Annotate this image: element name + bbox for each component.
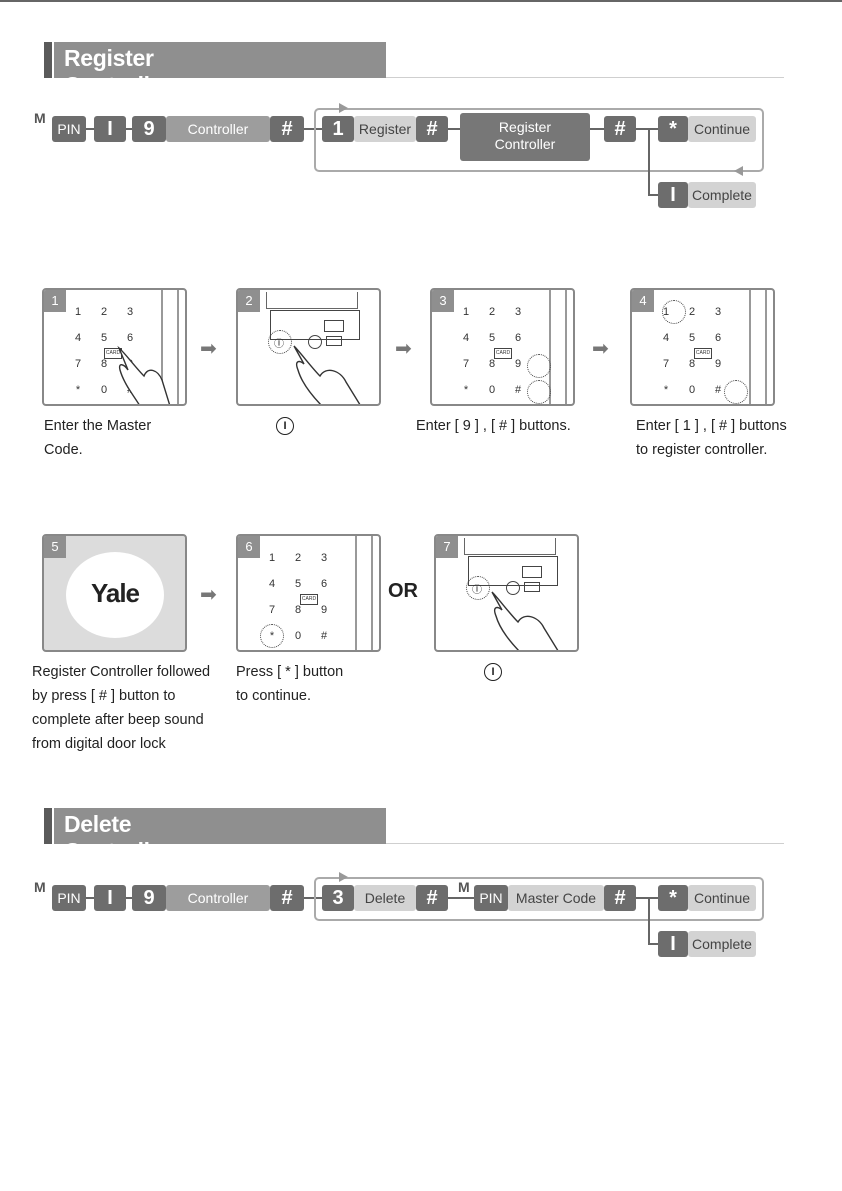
key-3: 3 [322,885,354,911]
step-7-panel: 7 Ⓘ [434,534,579,652]
complete-label: Complete [688,931,756,957]
highlight-circle [724,380,748,404]
delete-loop [314,877,764,921]
hash-key-3: # [604,885,636,911]
or-label: OR [388,580,418,602]
highlight-circle [466,576,490,600]
i-button-icon: I [276,417,294,435]
star-key: * [658,116,688,142]
key-1: 1 [322,116,354,142]
register-loop [314,108,764,172]
highlight-circle [527,380,551,404]
highlight-circle [662,300,686,324]
step-3-caption: Enter [ 9 ] , [ # ] buttons. [416,418,571,434]
highlight-circle [260,624,284,648]
hash-key: # [270,116,304,142]
key-i: I [94,885,126,911]
i-button-icon: Ⓘ [274,339,284,350]
highlight-circle [527,354,551,378]
hand-icon [491,591,559,650]
card-chip: CARD [694,348,712,359]
master-mark: M [34,879,46,895]
i-button-icon: Ⓘ [472,585,482,596]
pin-key: PIN [52,116,86,142]
delete-section-title: Delete Controller [64,811,171,864]
delete-label: Delete [354,885,416,911]
key-9: 9 [132,116,166,142]
star-key: * [658,885,688,911]
arrow-icon: ➡ [200,584,217,606]
hash-key: # [270,885,304,911]
master-mark: M [34,110,46,126]
step-badge: 5 [44,536,66,558]
yale-logo: Yale [66,552,164,638]
key-i: I [94,116,126,142]
controller-label: Controller [166,885,270,911]
register-controller-box: Register Controller [460,113,590,161]
step-badge: 3 [432,290,454,312]
register-section-title: Register Controller [64,45,171,98]
step-badge: 1 [44,290,66,312]
top-rule [0,0,842,2]
pin-key-2: PIN [474,885,508,911]
register-flow: M PIN I 9 Controller # 1 Register # Regi… [34,103,774,216]
key-9: 9 [132,885,166,911]
key-i-complete: I [658,931,688,957]
hash-key-2: # [416,116,448,142]
card-chip: CARD [494,348,512,359]
master-code-label: Master Code [508,885,604,911]
arrow-icon: ➡ [200,338,217,360]
hash-key-3: # [604,116,636,142]
arrow-icon: ➡ [592,338,609,360]
i-button-icon: I [484,663,502,681]
controller-label: Controller [166,116,270,142]
card-chip: CARD [300,594,318,605]
continue-label: Continue [688,885,756,911]
step-badge: 7 [436,536,458,558]
step-badge: 6 [238,536,260,558]
hash-key-2: # [416,885,448,911]
pin-key: PIN [52,885,86,911]
step-5-caption: Register Controller followed by press [ … [32,664,211,752]
continue-label: Continue [688,116,756,142]
highlight-circle [268,330,292,354]
hand-icon [293,345,361,404]
step-1-panel: 1 123 456 789 *0# CARD [42,288,187,406]
delete-flow: M PIN I 9 Controller # 3 Delete # M PIN … [34,872,774,965]
master-mark-2: M [458,879,470,895]
key-i-complete: I [658,182,688,208]
step-badge: 4 [632,290,654,312]
arrow-icon: ➡ [395,338,412,360]
step-badge: 2 [238,290,260,312]
step-5-panel: 5 Yale [42,534,187,652]
hand-icon [117,345,171,404]
complete-label: Complete [688,182,756,208]
step-2-panel: 2 Ⓘ [236,288,381,406]
register-label: Register [354,116,416,142]
